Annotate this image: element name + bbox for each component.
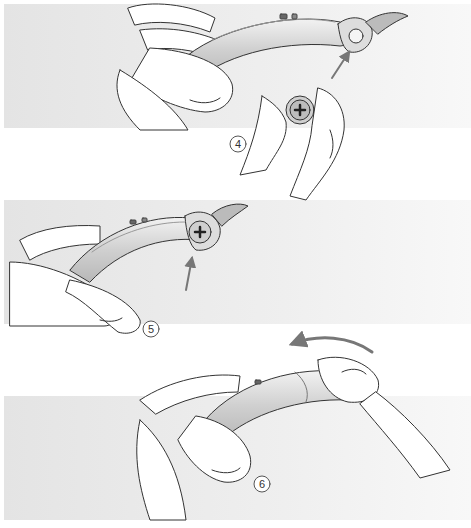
step-5-figure [10, 204, 248, 333]
callout-circle [254, 476, 270, 492]
callout-circle [143, 321, 159, 337]
callout-circle [230, 136, 246, 152]
panel-band [4, 4, 471, 128]
callout-number: 6 [259, 479, 265, 490]
callout-number: 4 [235, 139, 241, 150]
callout-number: 5 [148, 324, 154, 335]
step-4-figure [117, 4, 408, 200]
step-6-figure [137, 338, 450, 520]
